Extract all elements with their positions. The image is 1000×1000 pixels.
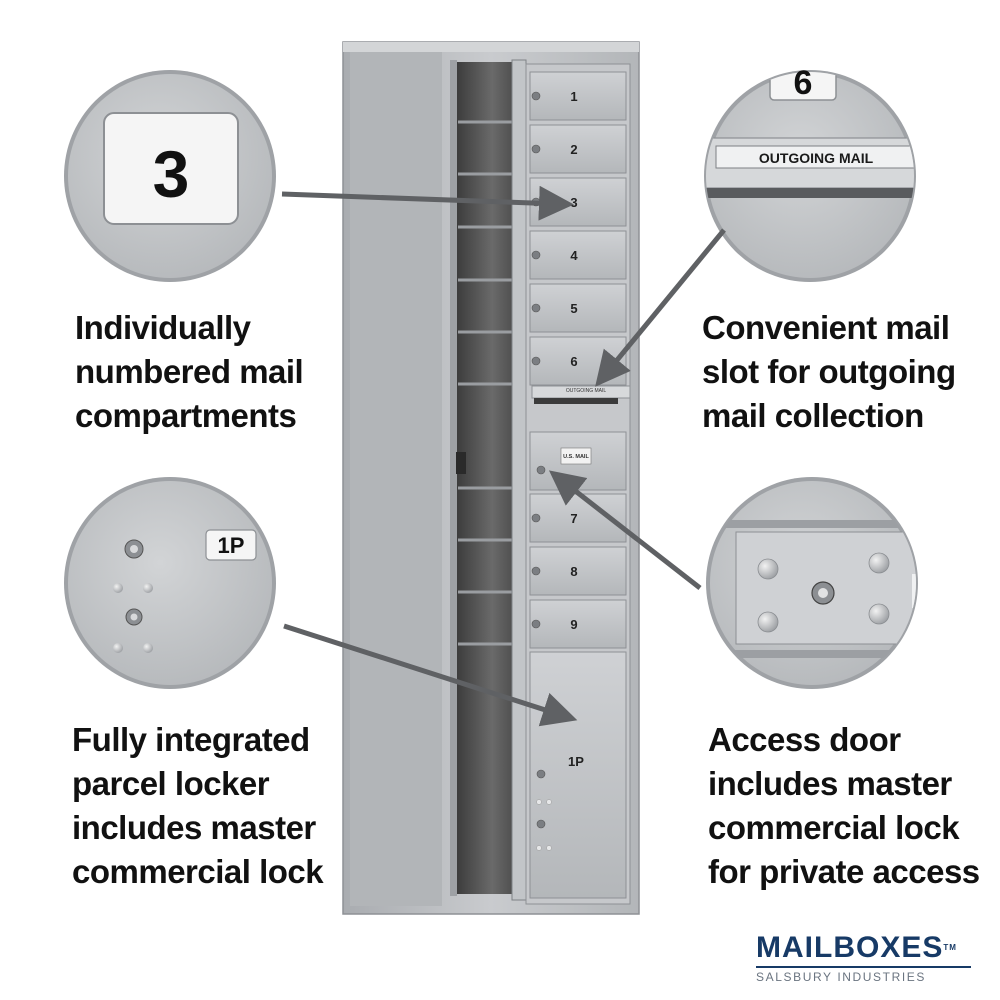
mailbox-interior [455,62,517,894]
brand-logo: MAILBOXESTM SALSBURY INDUSTRIES [756,932,981,984]
caption-line: Convenient mail [702,309,950,346]
access-plate-label: U.S. MAIL [563,454,589,460]
parcel-number: 1P [568,754,584,769]
caption-line: Individually [75,309,251,346]
caption-line: compartments [75,397,297,434]
number-plate [769,72,837,101]
caption-line: for private access [708,853,980,890]
door-number: 1 [570,89,577,104]
door-number: 8 [570,564,577,579]
arrow-access [548,470,702,590]
parcel-rivets [536,799,552,851]
arrow-numbered [281,185,574,221]
caption-line: Fully integrated [72,721,310,758]
compartment-doors-lower [529,493,627,649]
door-number: 9 [570,617,577,632]
door-number: 6 [570,354,577,369]
number-plate [103,112,239,225]
door-number: 7 [570,511,577,526]
caption-line: includes master [72,809,316,846]
outgoing-slot [534,398,618,404]
mailbox-unit: 1 2 3 4 5 6 7 8 9 1P OUTGOING MAIL U.S. … [342,41,640,915]
caption-outgoing-slot: Convenient mail slot for outgoing mail c… [702,306,956,438]
trademark-mark: TM [943,943,957,952]
callout-arrows [281,185,726,727]
interior-shelves [458,120,515,646]
callout-numbered-compartments: 3 [64,70,276,282]
callout-access-door [706,477,918,689]
callout-parcel-locker: 1P [64,477,276,689]
caption-line: parcel locker [72,765,270,802]
brand-tagline: SALSBURY INDUSTRIES [756,970,926,984]
caption-line: mail collection [702,397,924,434]
caption-parcel-locker: Fully integrated parcel locker includes … [72,718,324,894]
door-number: 5 [570,301,577,316]
callout-outgoing-slot: 6 OUTGOING MAIL [704,64,916,282]
brand-name-text: MAILBOXES [756,931,944,964]
caption-access-door: Access door includes master commercial l… [708,718,980,894]
caption-line: includes master [708,765,952,802]
slot-label: OUTGOING MAIL [566,388,607,394]
brand-rule [756,966,971,968]
arrow-outgoing [595,228,726,387]
callout-badge-number: 6 [794,64,813,102]
door-number: 4 [570,248,578,263]
caption-line: slot for outgoing [702,353,956,390]
access-plate [560,447,592,465]
arrow-parcel [283,623,578,727]
caption-line: numbered mail [75,353,304,390]
caption-numbered-compartments: Individually numbered mail compartments [75,306,304,438]
caption-line: commercial lock [72,853,324,890]
callout-badge-number: 3 [153,137,190,211]
outgoing-mail-plate: OUTGOING MAIL [759,150,874,166]
caption-line: commercial lock [708,809,960,846]
brand-name: MAILBOXESTM [756,932,981,964]
door-number: 3 [570,195,577,210]
callout-badge-number: 1P [218,533,245,558]
caption-line: Access door [708,721,901,758]
door-number: 2 [570,142,577,157]
